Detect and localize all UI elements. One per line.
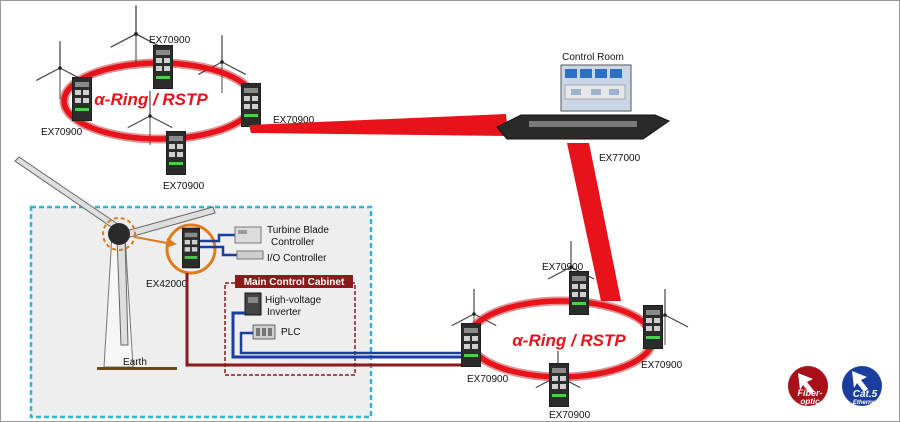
control-room-title: Control Room	[562, 52, 624, 63]
ex70900-switch-icon	[569, 271, 589, 315]
ex42000-highlight	[165, 223, 217, 275]
inverter-label: Inverter	[267, 307, 302, 318]
inverter-label: High-voltage	[265, 295, 322, 306]
ex42000-label: EX42000	[146, 279, 188, 290]
ex70900-switch-icon	[72, 77, 92, 121]
cursor-icon	[798, 373, 814, 394]
ex70900-switch-icon	[241, 83, 261, 127]
fiber-link-top	[249, 114, 508, 136]
bottom-ring-group: α-Ring / RSTP EX70900 EX70900 EX70900 EX…	[451, 240, 689, 421]
ethernet-link-plc	[239, 331, 461, 355]
cat5-label: Ethernet	[853, 400, 878, 406]
control-room-group: Control Room EX77000	[496, 52, 671, 164]
ex42000-switch-icon	[182, 227, 200, 269]
top-node-label: EX70900	[163, 181, 205, 192]
cursor-icon	[852, 371, 868, 392]
bottom-ring-title: α-Ring / RSTP	[512, 331, 626, 350]
cabinet-title-bar	[235, 275, 353, 288]
top-node-label: EX70900	[273, 115, 315, 126]
ex70900-switch-icon	[166, 131, 186, 175]
turbine-detail-panel: Earth EX42000 Turbine Blade Controller I…	[14, 156, 373, 419]
turbine-blade-controller-icon	[234, 226, 262, 244]
fiber-link-cabinet	[185, 273, 461, 367]
top-node-label: EX70900	[149, 35, 191, 46]
bottom-node-label: EX70900	[549, 410, 591, 421]
fiber-link-right	[567, 143, 621, 301]
fiber-label: Fiber-	[797, 388, 822, 398]
top-ring-group: α-Ring / RSTP EX70900 EX70900 EX70900 EX…	[35, 4, 315, 192]
nacelle-highlight	[102, 217, 136, 251]
top-ring-title: α-Ring / RSTP	[94, 90, 208, 109]
turbine-nacelle	[108, 223, 130, 245]
cat5-label: Cat.5	[853, 389, 878, 400]
ex77000-label: EX77000	[599, 153, 641, 164]
ex70900-switch-icon	[643, 305, 663, 349]
bottom-node-label: EX70900	[641, 360, 683, 371]
ex70900-switch-icon	[461, 323, 481, 367]
turbine-blade-controller-label: Controller	[271, 237, 315, 248]
plc-label: PLC	[281, 327, 300, 338]
ex70900-switch-icon	[549, 363, 569, 407]
inverter-icon	[244, 292, 262, 316]
io-controller-icon	[236, 250, 264, 260]
main-control-cabinet	[224, 282, 356, 376]
fiber-label: optic	[800, 397, 820, 406]
bottom-node-label: EX70900	[542, 262, 584, 273]
cabinet-title: Main Control Cabinet	[244, 277, 345, 288]
ground-line	[97, 367, 177, 370]
ex70900-switch-icon	[153, 45, 173, 89]
io-controller-label: I/O Controller	[267, 253, 327, 264]
turbine-panel-frame	[29, 205, 373, 419]
earth-label: Earth	[123, 357, 147, 368]
top-node-label: EX70900	[41, 127, 83, 138]
bottom-node-label: EX70900	[467, 374, 509, 385]
ethernet-link-inverter	[231, 311, 461, 359]
turbine-blade-controller-label: Turbine Blade	[267, 225, 329, 236]
legend: Fiber- optic Cat.5 Ethernet	[788, 366, 882, 406]
